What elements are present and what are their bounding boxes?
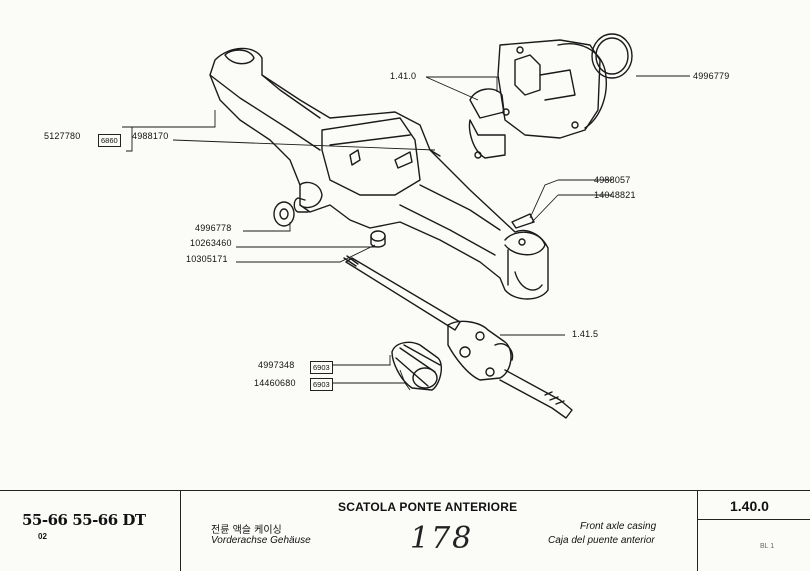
callout-4996778: 4996778 bbox=[195, 223, 232, 233]
callout-14460680: 14460680 bbox=[254, 378, 296, 388]
universal-joint bbox=[447, 320, 512, 381]
callout-box-6860: 6860 bbox=[98, 134, 121, 147]
drive-shaft bbox=[345, 257, 461, 331]
pivot-bracket bbox=[497, 39, 601, 139]
callout-4997348: 4997348 bbox=[258, 360, 295, 370]
callout-box-6903-b: 6903 bbox=[310, 378, 333, 391]
section-code: 1.40.0 bbox=[730, 498, 769, 514]
callout-10305171: 10305171 bbox=[186, 254, 228, 264]
title-block: 55-66 55-66 DT 02 SCATOLA PONTE ANTERIOR… bbox=[0, 490, 810, 571]
title-korean: 전륜 액슬 케이싱 bbox=[211, 525, 282, 536]
callout-1-41-0: 1.41.0 bbox=[390, 71, 417, 81]
callout-4988170: 4988170 bbox=[132, 131, 169, 141]
model-number: 55-66 55-66 DT bbox=[22, 511, 146, 529]
model-variant: 02 bbox=[38, 532, 47, 541]
section-sub-code: BL 1 bbox=[760, 543, 775, 550]
axle-casing-drawing bbox=[122, 33, 690, 419]
title-english: Front axle casing bbox=[580, 521, 657, 532]
callout-10263460: 10263460 bbox=[190, 238, 232, 248]
section-code-divider bbox=[697, 519, 810, 520]
callout-5127780: 5127780 bbox=[44, 131, 81, 141]
callout-1-41-5: 1.41.5 bbox=[572, 329, 599, 339]
callout-box-6903-a: 6903 bbox=[310, 361, 333, 374]
callout-14048821: 14048821 bbox=[594, 190, 636, 200]
axle-housing bbox=[209, 47, 549, 300]
title-italian: SCATOLA PONTE ANTERIORE bbox=[338, 500, 518, 514]
handwritten-page-number: 178 bbox=[410, 521, 474, 556]
title-spanish: Caja del puente anterior bbox=[548, 535, 655, 546]
title-german: Vorderachse Gehäuse bbox=[211, 535, 311, 546]
callout-4996779: 4996779 bbox=[693, 71, 730, 81]
bellows-boot bbox=[391, 341, 442, 391]
callout-4988057: 4988057 bbox=[594, 175, 631, 185]
